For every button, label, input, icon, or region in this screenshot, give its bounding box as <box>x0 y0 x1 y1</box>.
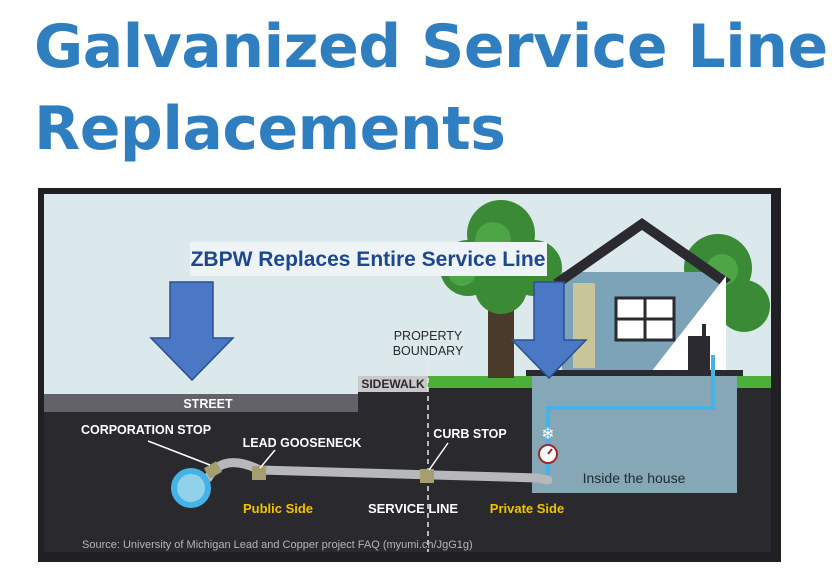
street-arrow <box>149 281 235 382</box>
house <box>553 218 731 376</box>
house-door <box>573 283 595 368</box>
water-main <box>171 468 211 508</box>
inside-house <box>532 373 737 493</box>
inside-house-label: Inside the house <box>583 470 686 486</box>
banner-text: ZBPW Replaces Entire Service Line <box>191 248 546 271</box>
sink <box>688 336 710 372</box>
private-side-label: Private Side <box>490 501 564 516</box>
corporation-stop-pointer <box>147 440 211 466</box>
house-arrow <box>510 281 588 380</box>
sidewalk-label: SIDEWALK <box>361 377 425 391</box>
title-line-2: Replacements <box>34 94 506 164</box>
street-label: STREET <box>183 397 233 411</box>
service-line-diagram: ❄ ZBPW Replaces Entire Service Line PROP… <box>38 188 781 562</box>
corporation-stop-fitting <box>203 461 223 479</box>
gooseneck-fitting <box>252 466 266 480</box>
valve-icon: ❄ <box>541 426 554 443</box>
lead-gooseneck-label: LEAD GOOSENECK <box>243 436 362 450</box>
service-line-label: SERVICE LINE <box>368 501 458 516</box>
property-boundary-label-1: PROPERTY <box>394 329 463 343</box>
page-title: Galvanized Service Line Replacements <box>34 6 828 170</box>
sidewalk-surface <box>358 376 428 392</box>
public-side-label: Public Side <box>243 501 313 516</box>
curb-stop-fitting <box>420 469 434 483</box>
curb-stop-pointer <box>428 442 449 471</box>
source-caption: Source: University of Michigan Lead and … <box>82 539 473 551</box>
gooseneck-pointer <box>259 449 276 469</box>
street-surface <box>44 394 358 412</box>
property-boundary-label-2: BOUNDARY <box>393 344 464 358</box>
corporation-stop-label: CORPORATION STOP <box>81 423 211 437</box>
curb-stop-label: CURB STOP <box>433 427 506 441</box>
banner-box <box>190 242 547 276</box>
title-line-1: Galvanized Service Line <box>34 12 828 82</box>
